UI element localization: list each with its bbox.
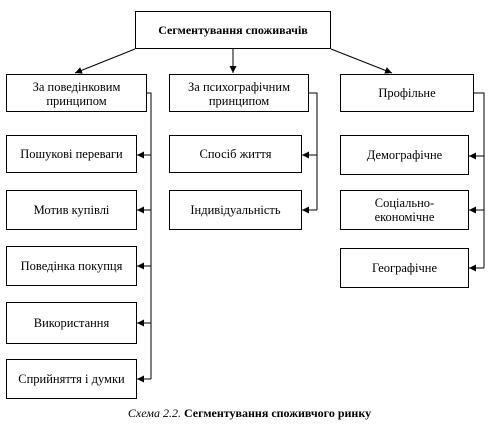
item-1-1: Пошукові переваги [6,135,137,173]
item-3-3: Географічне [340,248,469,288]
item-2-2: Індивідуальність [169,190,302,230]
item-1-2: Мотив купівлі [6,190,137,230]
root-node: Сегментування споживачів [135,11,331,49]
figure-caption: Схема 2.2. Сегментування споживчого ринк… [0,406,499,421]
item-3-2: Соціально-економічне [340,190,469,230]
group-2-header: За психографічним принципом [169,74,309,112]
group-1-bracket [147,92,152,379]
root-to-group-3-arrow [330,48,393,74]
group-1-header: За поведінковим принципом [6,74,147,112]
caption-title: Сегментування споживчого ринку [183,406,372,420]
item-1-3: Поведінка покупця [6,246,137,286]
group-2-bracket [309,92,318,210]
item-2-1: Спосіб життя [169,135,302,173]
group-3-header: Профільне [340,74,474,112]
item-1-5: Сприйняття і думки [6,359,137,399]
item-1-4: Використання [6,302,137,344]
item-3-1: Демографічне [340,135,469,175]
caption-number: Схема 2.2. [127,406,181,420]
group-3-bracket [474,92,485,268]
root-to-group-1-arrow [74,48,136,74]
